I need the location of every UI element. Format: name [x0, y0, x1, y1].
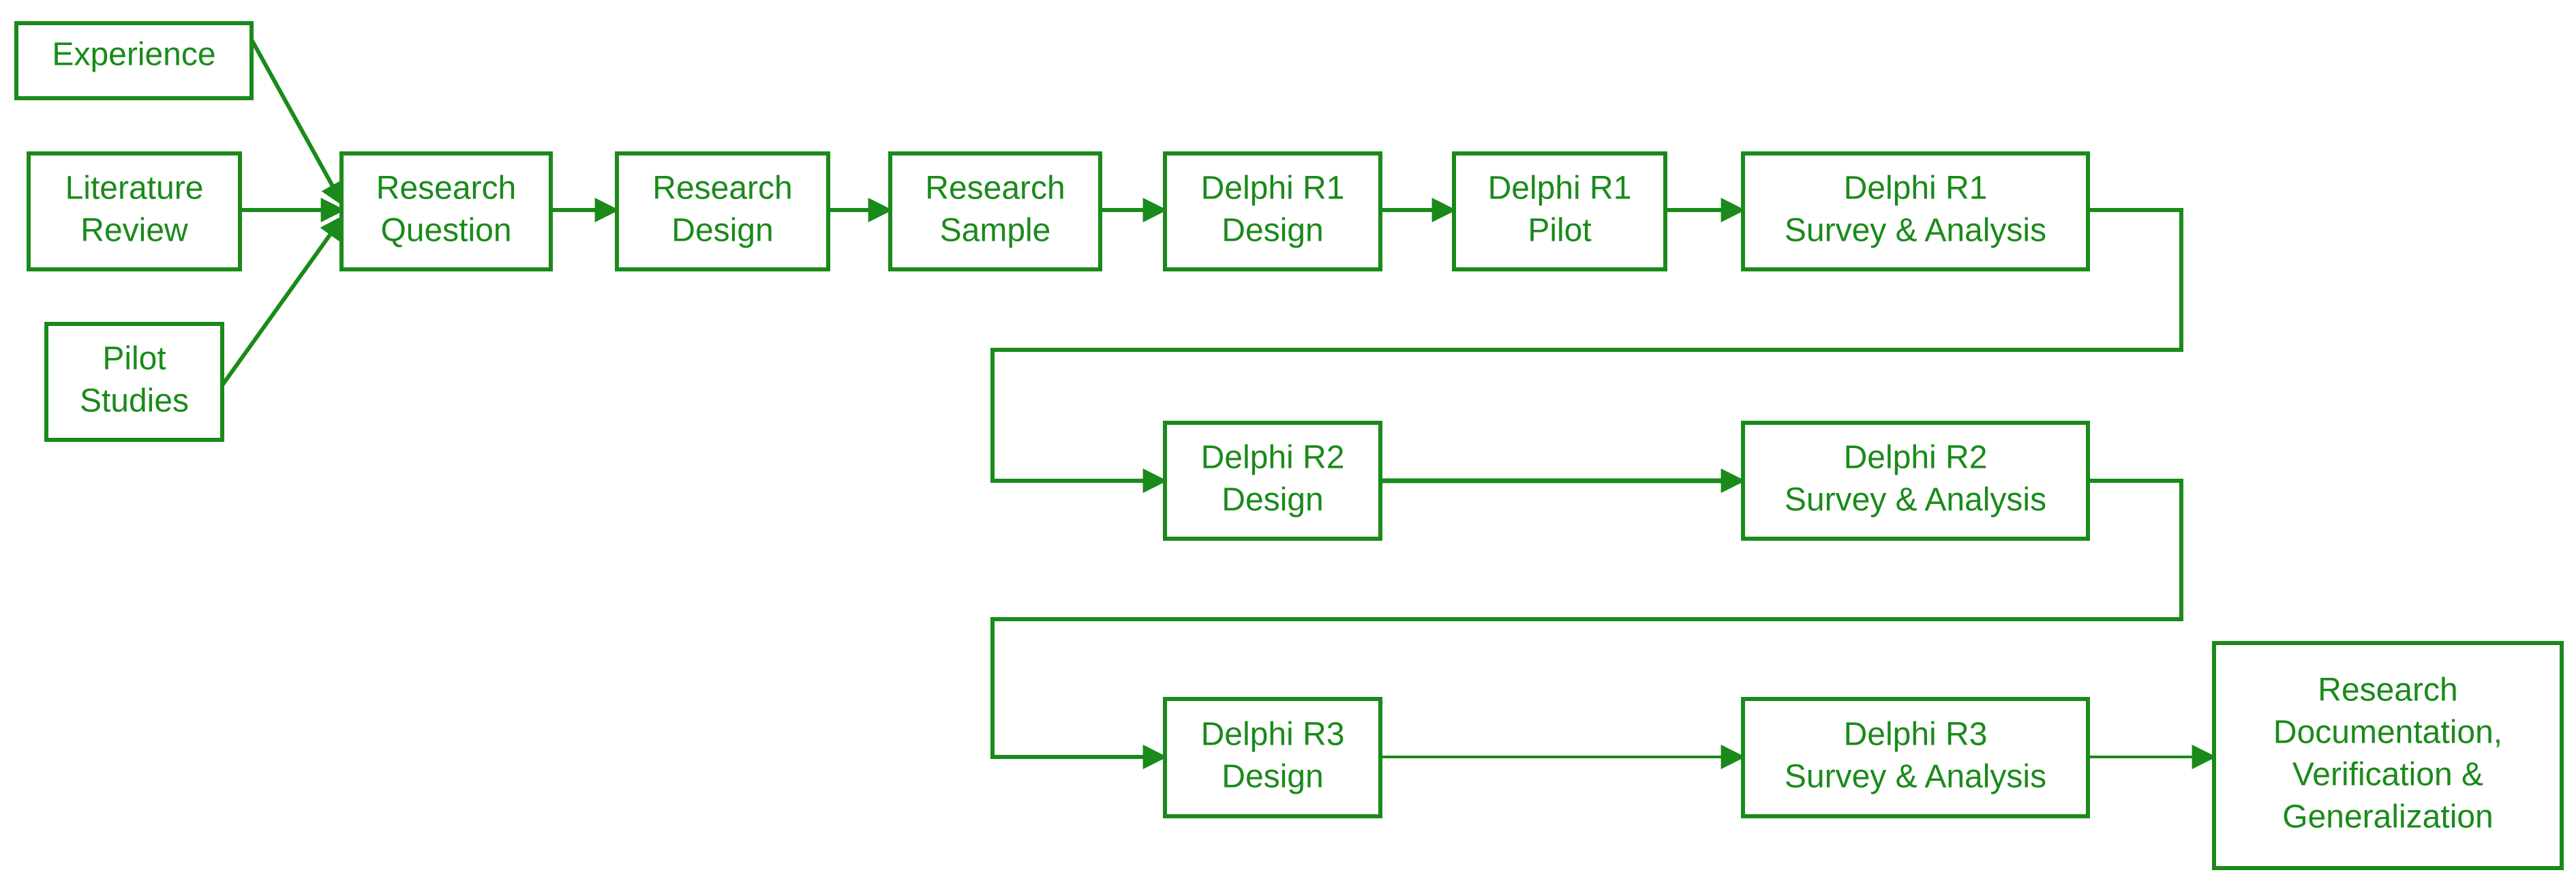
arrow-experience-to-research-question	[242, 23, 345, 207]
node-box	[1741, 697, 2090, 818]
node-label-line: Survey & Analysis	[1785, 482, 2046, 518]
node-box	[1163, 697, 1382, 818]
node-label-line: Design	[1222, 482, 1323, 518]
node-box	[27, 151, 242, 271]
node-label-line: Design	[1222, 759, 1323, 795]
node-label-line: Delphi R1	[1201, 170, 1345, 207]
node-label-line: Generalization	[2282, 799, 2494, 835]
nodes: ExperienceLiteratureReviewPilotStudiesRe…	[14, 21, 2564, 870]
node-box	[1163, 151, 1382, 271]
node-label-line: Pilot	[1528, 213, 1591, 249]
node-delphi-r1-pilot: Delphi R1 Pilot	[1452, 151, 1667, 271]
node-label-line: Survey & Analysis	[1785, 759, 2046, 795]
node-label-line: Sample	[940, 213, 1051, 249]
node-label-line: Literature	[65, 170, 204, 207]
node-box	[44, 322, 224, 442]
node-label-line: Research	[376, 170, 516, 207]
node-box	[1452, 151, 1667, 271]
node-label-line: Design	[1222, 213, 1323, 249]
node-delphi-r3-design: Delphi R3 Design	[1163, 697, 1382, 818]
node-box	[615, 151, 830, 271]
node-box	[1741, 151, 2090, 271]
node-label-line: Research	[652, 170, 792, 207]
connectors	[220, 23, 2217, 769]
node-box	[1163, 421, 1382, 541]
node-box	[14, 21, 254, 100]
node-delphi-r1-design: Delphi R1 Design	[1163, 151, 1382, 271]
arrow-delphi-r2-survey-to-delphi-r3-design	[990, 479, 2183, 769]
node-box	[2212, 641, 2564, 870]
node-box	[339, 151, 553, 271]
node-label-line: Delphi R1	[1844, 170, 1988, 207]
node-label-line: Delphi R2	[1201, 440, 1345, 476]
node-box	[888, 151, 1102, 271]
node-label-line: Verification &	[2292, 757, 2483, 793]
node-label-line: Delphi R1	[1488, 170, 1632, 207]
node-label-line: Delphi R3	[1201, 717, 1345, 753]
node-label-line: Survey & Analysis	[1785, 213, 2046, 249]
node-label-line: Question	[380, 213, 511, 249]
node-box	[1741, 421, 2090, 541]
node-label-line: Experience	[52, 37, 215, 73]
node-label-line: Documentation,	[2273, 715, 2502, 751]
node-label-line: Research	[2318, 672, 2457, 709]
node-label-line: Research	[925, 170, 1065, 207]
node-delphi-r2-design: Delphi R2 Design	[1163, 421, 1382, 541]
arrow-pilot-studies-to-research-question	[220, 215, 345, 387]
node-experience: Experience	[14, 21, 254, 100]
node-label-line: Delphi R2	[1844, 440, 1988, 476]
node-label-line: Review	[80, 213, 188, 249]
node-label-line: Pilot	[102, 341, 166, 377]
arrow-delphi-r1-survey-to-delphi-r2-design	[990, 208, 2183, 493]
node-label-line: Design	[671, 213, 773, 249]
node-delphi-r3-survey: Delphi R3 Survey & Analysis	[1741, 697, 2090, 818]
node-delphi-r1-survey: Delphi R1 Survey & Analysis	[1741, 151, 2090, 271]
node-label-line: Delphi R3	[1844, 717, 1988, 753]
node-delphi-r2-survey: Delphi R2 Survey & Analysis	[1741, 421, 2090, 541]
node-label-line: Studies	[80, 383, 189, 419]
